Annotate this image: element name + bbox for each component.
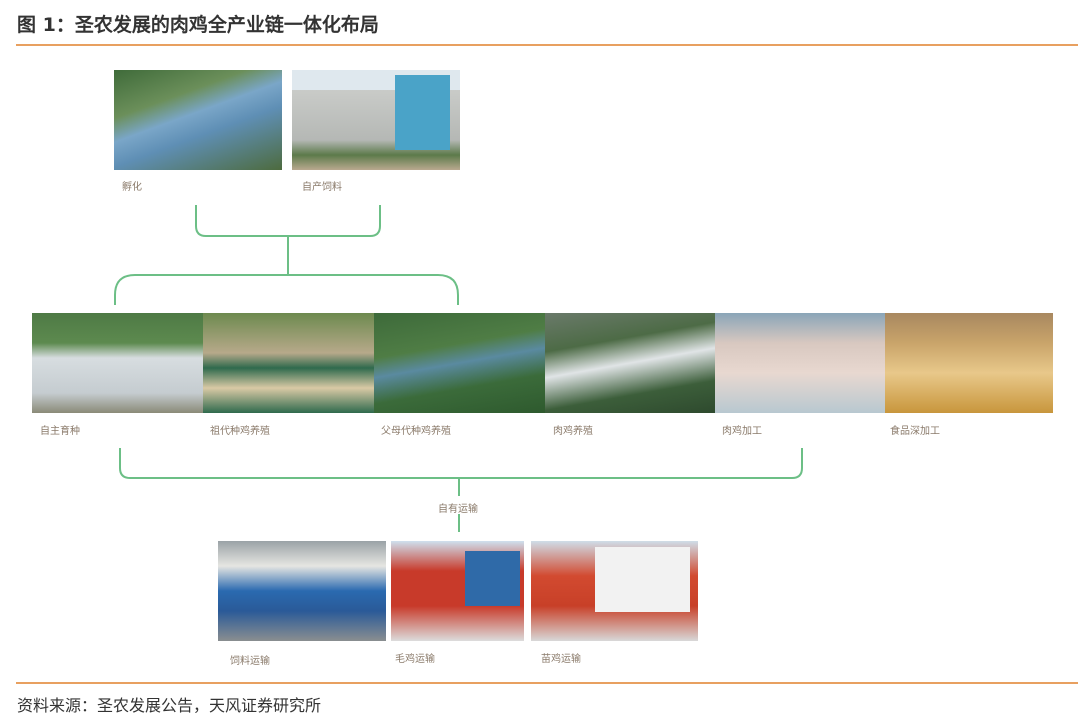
deep-processing-photo bbox=[885, 313, 1053, 413]
broiler-farm-photo bbox=[545, 313, 715, 413]
bottom-divider bbox=[16, 682, 1078, 684]
label-feed-transport: 饲料运输 bbox=[230, 656, 270, 667]
label-feed: 自产饲料 bbox=[302, 182, 342, 193]
label-parent: 父母代种鸡养殖 bbox=[381, 426, 451, 437]
label-grandparent: 祖代种鸡养殖 bbox=[210, 426, 270, 437]
broiler-truck-photo bbox=[391, 541, 524, 641]
breeding-photo bbox=[32, 313, 203, 413]
chick-truck-photo bbox=[531, 541, 698, 641]
source-note: 资料来源：圣农发展公告，天风证券研究所 bbox=[17, 696, 322, 715]
feed-mill-photo bbox=[292, 70, 460, 170]
hatchery-photo bbox=[114, 70, 282, 170]
feed-truck-photo bbox=[218, 541, 386, 641]
label-hatching: 孵化 bbox=[122, 182, 142, 193]
label-chick-transport: 苗鸡运输 bbox=[541, 654, 581, 665]
label-deep-processing: 食品深加工 bbox=[890, 426, 940, 437]
processing-photo bbox=[715, 313, 885, 413]
parent-farm-photo bbox=[374, 313, 545, 413]
top-divider bbox=[16, 44, 1078, 46]
label-broiler: 肉鸡养殖 bbox=[553, 426, 593, 437]
label-broiler-transport: 毛鸡运输 bbox=[395, 654, 435, 665]
label-breeding: 自主育种 bbox=[40, 426, 80, 437]
grandparent-farm-photo bbox=[203, 313, 374, 413]
label-own-transport: 自有运输 bbox=[438, 504, 478, 515]
label-processing: 肉鸡加工 bbox=[722, 426, 762, 437]
figure-title: 图 1：圣农发展的肉鸡全产业链一体化布局 bbox=[17, 14, 379, 36]
